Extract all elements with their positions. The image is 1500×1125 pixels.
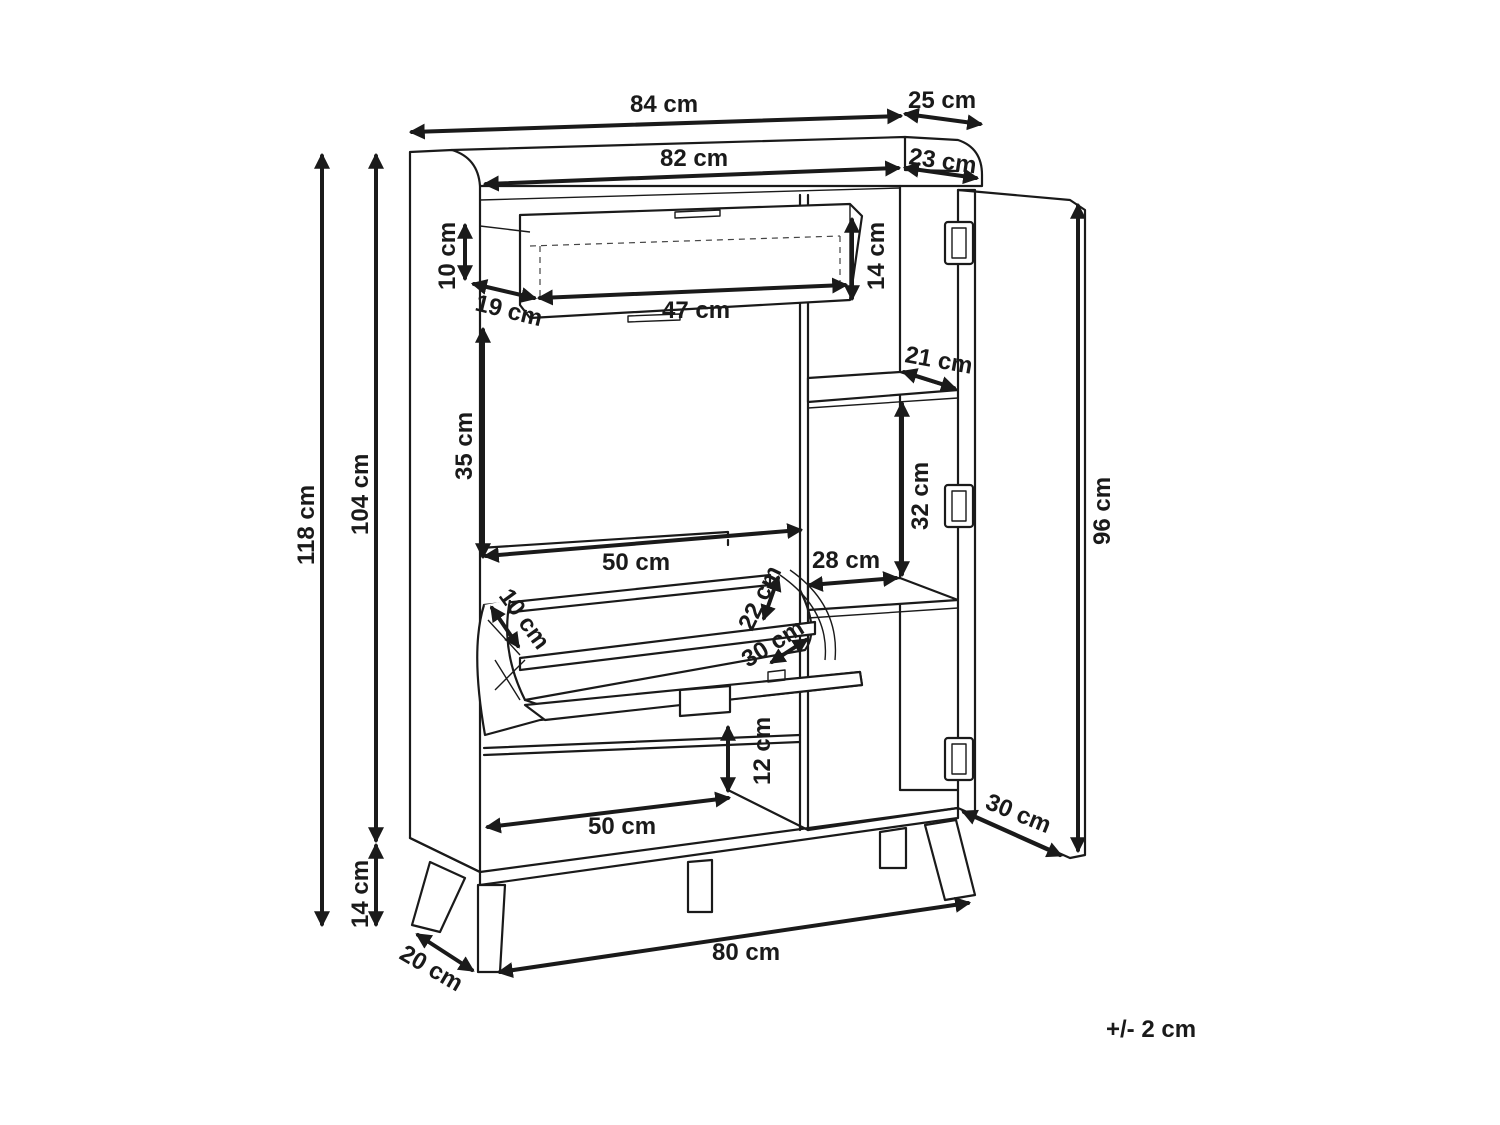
- label-shelf-spacing: 32 cm: [907, 462, 934, 530]
- leg-front-right: [923, 818, 977, 902]
- label-door-height: 96 cm: [1089, 477, 1116, 545]
- upper-shelf: [806, 370, 960, 404]
- label-width-outer: 84 cm: [630, 91, 698, 118]
- top-board: [450, 135, 984, 188]
- label-bottom-height: 12 cm: [749, 717, 776, 785]
- label-drawer-width: 47 cm: [662, 297, 730, 324]
- label-depth-top-outer: 25 cm: [908, 87, 976, 114]
- label-compartment-height: 35 cm: [451, 412, 478, 480]
- leg-front-middle: [476, 883, 507, 974]
- label-drawer-height: 14 cm: [863, 222, 890, 290]
- leg-back-middle: [686, 858, 714, 914]
- label-shelf-width: 28 cm: [812, 547, 880, 574]
- label-base-width: 80 cm: [712, 939, 780, 966]
- hinge-top: [943, 220, 975, 266]
- hinge-bottom: [943, 736, 975, 782]
- hinge-middle: [943, 483, 975, 529]
- label-height-legs: 14 cm: [347, 860, 374, 928]
- label-drawer-gap: 10 cm: [434, 222, 461, 290]
- label-bottom-width: 50 cm: [588, 813, 656, 840]
- leg-front-left: [410, 860, 467, 934]
- label-depth-top-inner: 23 cm: [907, 143, 978, 179]
- label-compartment-width: 50 cm: [602, 549, 670, 576]
- label-width-inner: 82 cm: [660, 145, 728, 172]
- label-height-body: 104 cm: [347, 454, 374, 535]
- dimension-labels: 84 cm 25 cm 82 cm 23 cm 10 cm 14 cm 19 c…: [293, 87, 1116, 997]
- label-height-total: 118 cm: [293, 485, 320, 565]
- dimension-arrows: [314, 107, 1086, 979]
- right-door: [956, 188, 1087, 860]
- leg-back-right: [878, 826, 908, 870]
- tolerance-note: +/- 2 cm: [1106, 1016, 1196, 1043]
- label-leg-depth: 20 cm: [395, 940, 467, 997]
